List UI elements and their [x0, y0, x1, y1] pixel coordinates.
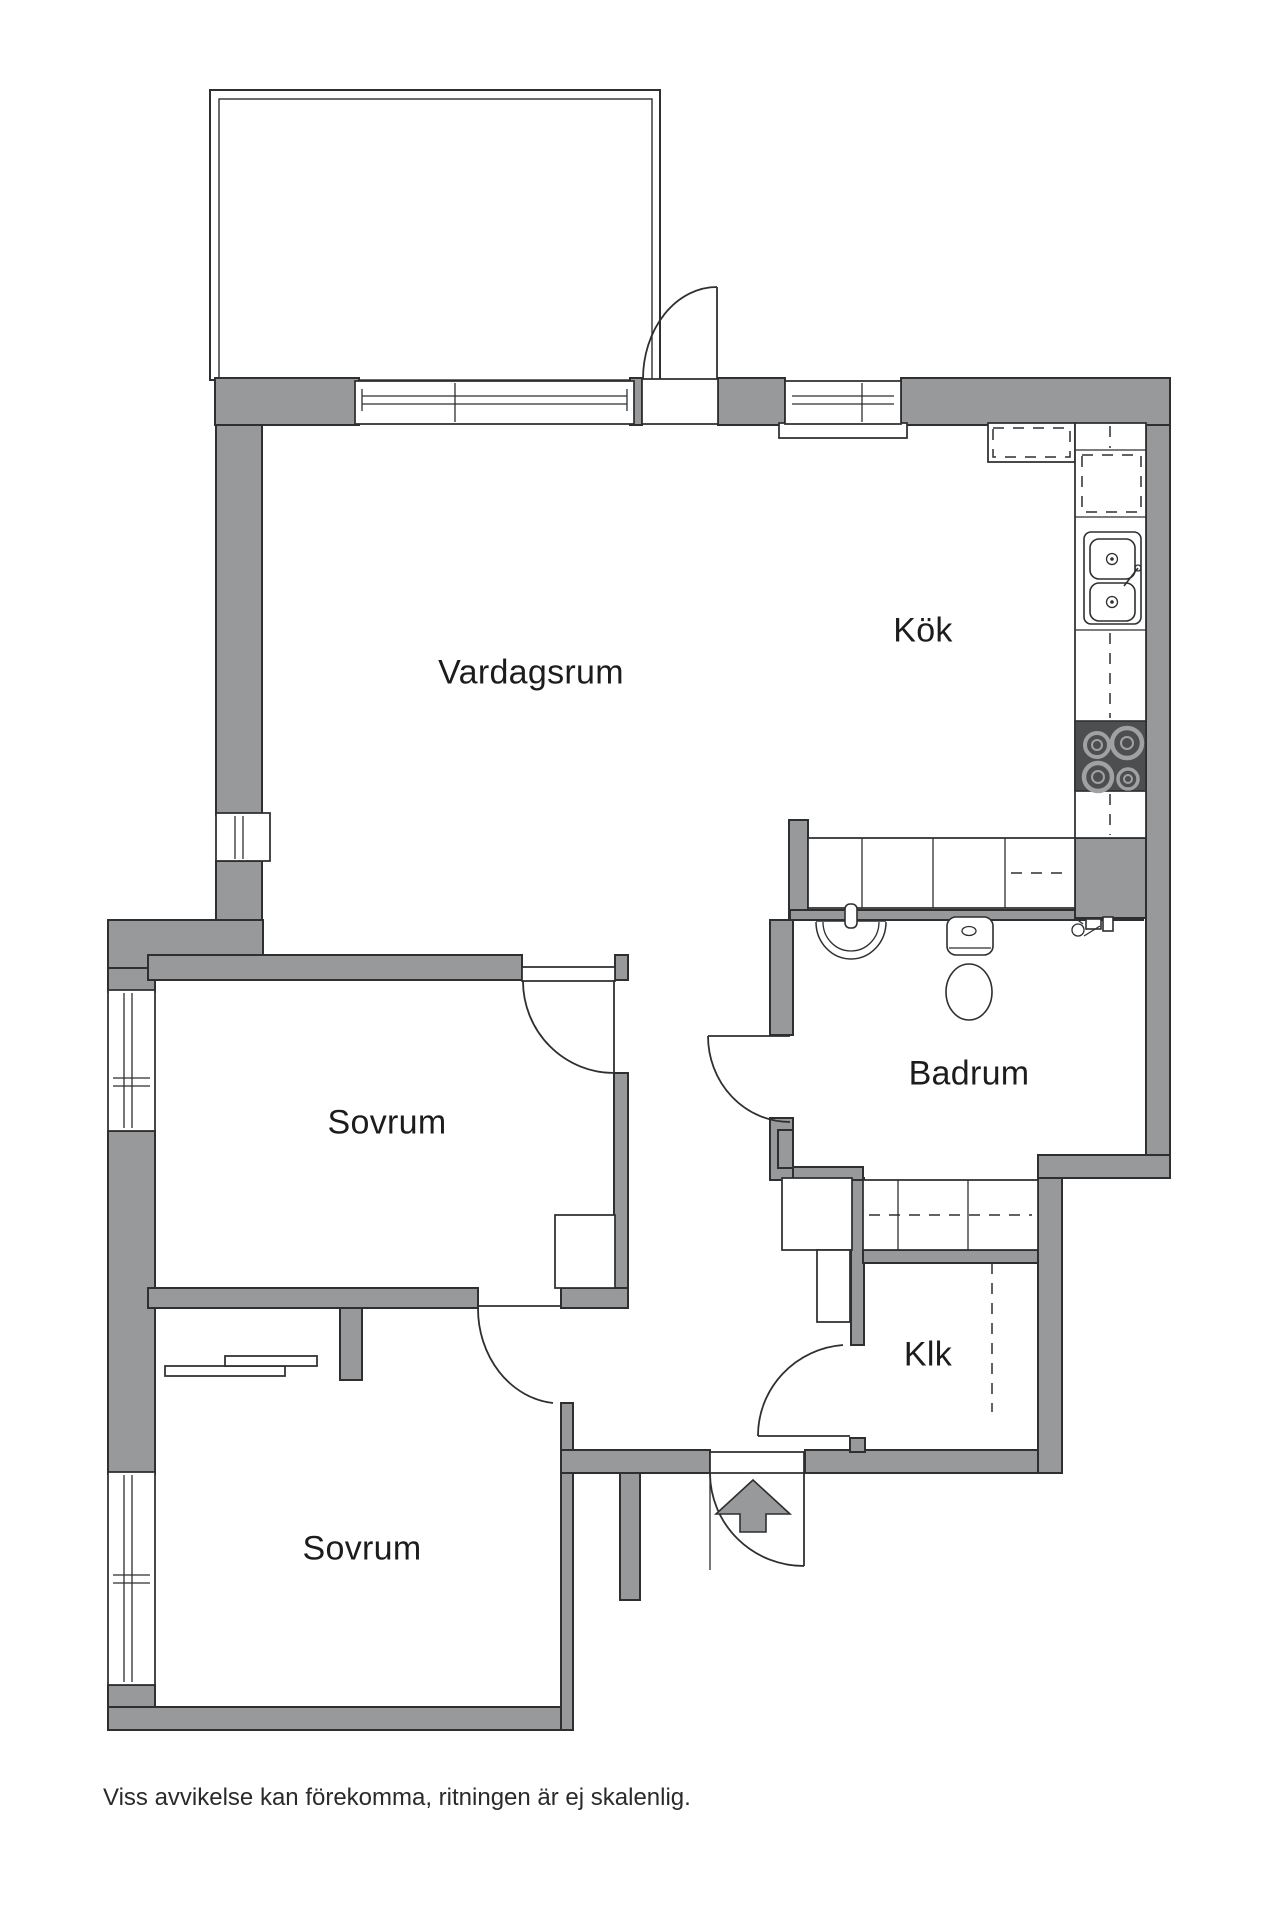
sliding-closet-doors [164, 1355, 318, 1377]
klk-door [757, 1344, 850, 1437]
dishwasher-dashed-icon [1081, 454, 1142, 513]
bathroom-sink-icon [815, 903, 887, 960]
hall-closet [781, 1177, 853, 1251]
walls [107, 377, 1171, 1731]
room-label-sovrum-lower: Sovrum [302, 1529, 422, 1568]
stove-icon [1074, 720, 1147, 794]
bedroom-window-upper [107, 989, 156, 1132]
washing-machine-tap-icon [1071, 916, 1114, 937]
entry-door [709, 1473, 805, 1570]
top-window-right [778, 380, 908, 439]
balcony-door [642, 286, 718, 380]
wardrobe-row [807, 837, 1076, 909]
dashed-appliance-icon [992, 427, 1071, 458]
room-label-klk: Klk [903, 1335, 953, 1374]
balcony-door-opening [641, 378, 719, 425]
hall-shaft [816, 1249, 851, 1323]
bedroom-niche [554, 1214, 616, 1289]
room-label-badrum: Badrum [908, 1054, 1030, 1093]
top-window-left [354, 380, 635, 425]
entry-arrow-icon [713, 1478, 793, 1533]
room-label-sovrum-upper: Sovrum [327, 1103, 447, 1142]
toilet-icon [945, 916, 994, 1021]
bedroom-lower-door [477, 1305, 561, 1404]
entry-door-opening [709, 1451, 805, 1474]
room-label-vardagsrum: Vardagsrum [438, 653, 624, 692]
bedroom-door-opening [521, 966, 616, 982]
double-sink-icon [1083, 531, 1142, 625]
bedroom-upper-door [522, 980, 615, 1074]
laundry-cabinets [862, 1179, 1039, 1251]
bathroom-door [707, 1035, 791, 1123]
bedroom-window-lower [107, 1471, 156, 1686]
living-room-window [215, 812, 271, 862]
balcony [209, 89, 661, 381]
disclaimer-text: Viss avvikelse kan förekomma, ritningen … [103, 1784, 691, 1811]
room-label-kok: Kök [893, 611, 953, 650]
